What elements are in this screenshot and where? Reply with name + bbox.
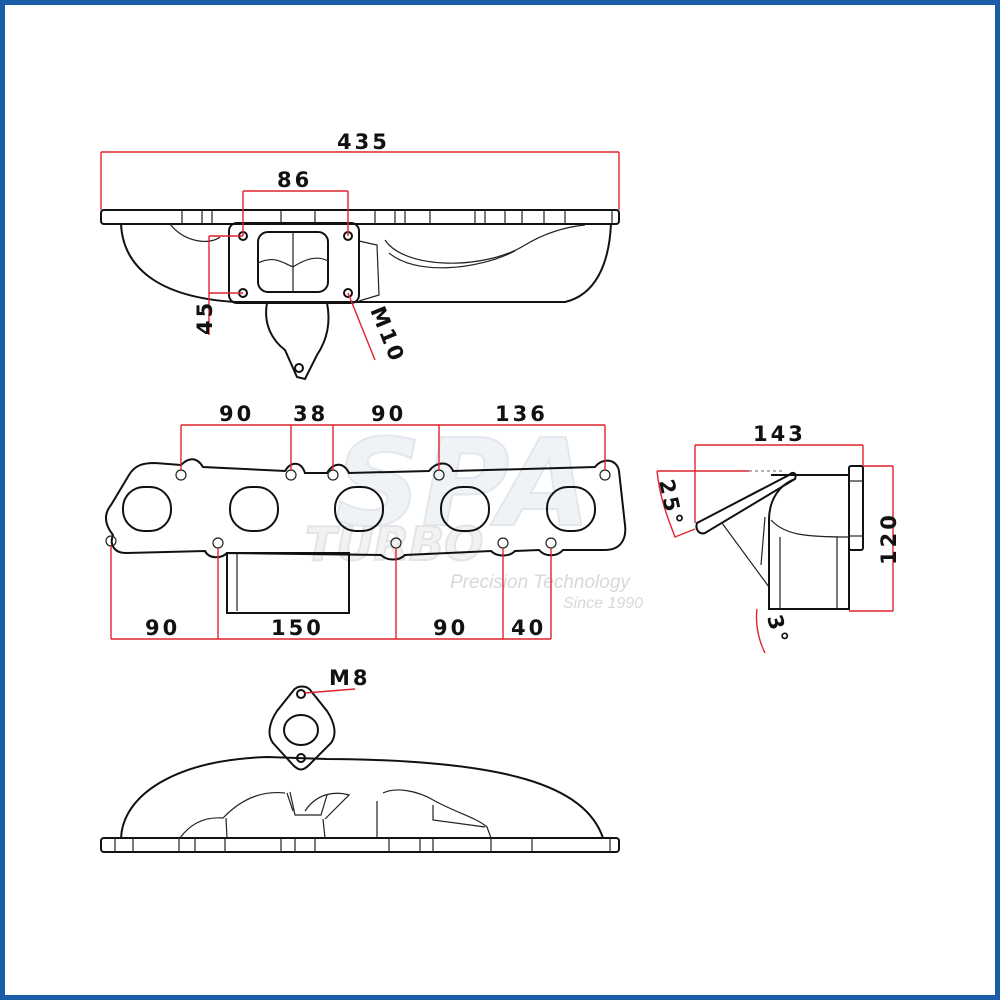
- bottom-flange-bar: [100, 837, 620, 853]
- angle-3-label: 3°: [762, 612, 793, 648]
- dim-depth: [694, 444, 864, 523]
- side-turbo-flange: [848, 465, 864, 551]
- angle-3-arc: [755, 608, 766, 654]
- dim-flange-spacing-label: 86: [277, 168, 312, 192]
- dim-height: [849, 465, 894, 612]
- front-view: 90 38 90 136 90 150 90 40: [105, 402, 627, 640]
- top-flange-bar: [100, 209, 620, 225]
- exhaust-port: [122, 486, 172, 532]
- dim-overall-length: [100, 151, 620, 210]
- bolt-m8-label: M8: [329, 666, 371, 690]
- bolt-m10-label: M10: [365, 303, 409, 367]
- watermark-since: Since 1990: [563, 595, 643, 612]
- dim-flange-height: [208, 235, 243, 335]
- dim-bottom-1: 90: [145, 616, 180, 640]
- dim-top-1: 90: [219, 402, 254, 426]
- dim-flange-spacing: [242, 190, 349, 236]
- bottom-view: M8: [100, 666, 620, 853]
- dim-top-3: 90: [371, 402, 406, 426]
- exhaust-port: [334, 486, 384, 532]
- dim-overall-length-label: 435: [337, 130, 390, 154]
- watermark-logo: SPA: [335, 415, 591, 554]
- turbo-bolt-hole: [343, 288, 353, 298]
- watermark: SPA TURBO Precision Technology Since 199…: [304, 414, 643, 612]
- exhaust-port: [440, 486, 490, 532]
- side-body: [768, 474, 850, 610]
- dim-flange-height-label: 45: [193, 300, 217, 335]
- dim-bottom-3: 90: [433, 616, 468, 640]
- dim-bottom-chain: [110, 546, 552, 640]
- top-view: 435 86 45 M10: [100, 130, 620, 381]
- wastegate-bolt-hole: [296, 753, 306, 763]
- dim-bottom-2: 150: [271, 616, 324, 640]
- dim-top-2: 38: [293, 402, 328, 426]
- turbo-flange: [228, 222, 360, 304]
- dim-top-4: 136: [495, 402, 548, 426]
- exhaust-ports: [122, 486, 596, 532]
- angle-25-label: 25°: [654, 477, 688, 530]
- top-manifold-body: [120, 223, 612, 303]
- dim-bottom-4: 40: [511, 616, 546, 640]
- watermark-tagline: Precision Technology: [450, 572, 631, 593]
- manifold-technical-drawing: SPA TURBO Precision Technology Since 199…: [100, 130, 901, 853]
- leader-m10: [347, 292, 376, 361]
- side-view: 143 120 25° 3°: [654, 422, 901, 654]
- dim-depth-label: 143: [753, 422, 806, 446]
- dim-height-label: 120: [877, 512, 901, 565]
- dim-top-chain: [180, 424, 606, 470]
- watermark-brand: TURBO: [305, 517, 483, 571]
- wastegate-bolt-hole: [296, 689, 306, 699]
- exhaust-port: [229, 486, 279, 532]
- bottom-manifold-body: [120, 755, 604, 839]
- angle-25-arc: [656, 470, 696, 538]
- wastegate-flange: [268, 685, 336, 771]
- exhaust-port: [546, 486, 596, 532]
- side-angled-flange: [695, 471, 797, 535]
- leader-m8: [304, 688, 356, 694]
- wastegate-outlet: [265, 302, 330, 381]
- wastegate-port: [283, 714, 319, 746]
- exhaust-flange-plate: [105, 458, 627, 561]
